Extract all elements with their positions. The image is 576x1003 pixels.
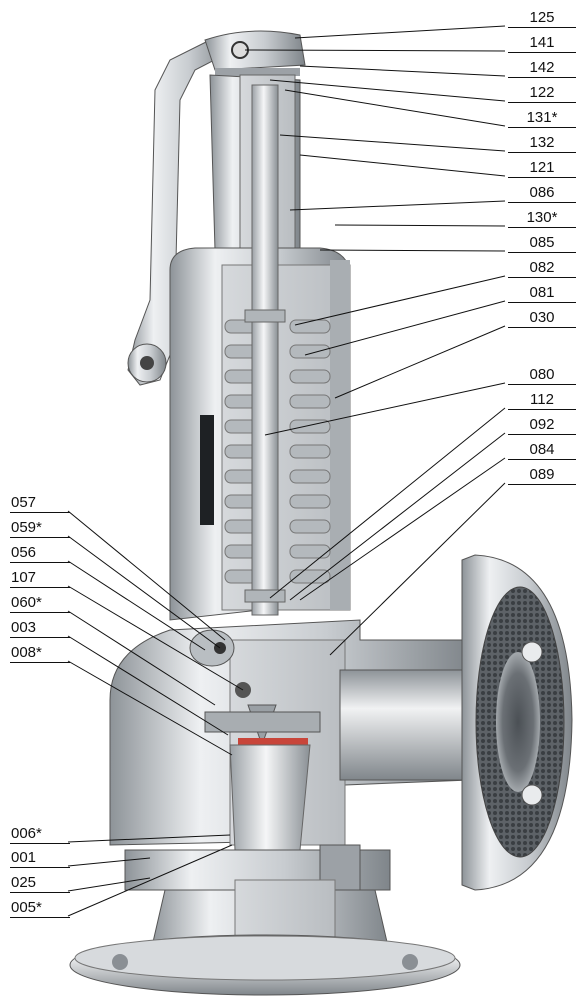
part-label-060: 060* [10, 595, 70, 613]
part-label-142: 142 [508, 60, 576, 78]
outlet-flange [461, 554, 573, 891]
part-label-008: 008* [10, 645, 70, 663]
part-label-025: 025 [10, 875, 70, 893]
part-label-086: 086 [508, 185, 576, 203]
part-label-112: 112 [508, 392, 576, 410]
part-label-125: 125 [508, 10, 576, 28]
part-label-001: 001 [10, 850, 70, 868]
part-label-084: 084 [508, 442, 576, 460]
lifting-lever [127, 39, 232, 386]
part-label-141: 141 [508, 35, 576, 53]
part-label-082: 082 [508, 260, 576, 278]
part-label-121: 121 [508, 160, 576, 178]
part-label-132: 132 [508, 135, 576, 153]
part-label-056: 056 [10, 545, 70, 563]
part-label-130: 130* [508, 210, 576, 228]
part-label-085: 085 [508, 235, 576, 253]
part-label-057: 057 [10, 495, 70, 513]
part-label-030: 030 [508, 310, 576, 328]
inlet-section [69, 844, 461, 996]
part-label-131: 131* [508, 110, 576, 128]
part-label-006: 006* [10, 826, 70, 844]
leader-lines [67, 25, 506, 917]
spindle [200, 84, 286, 616]
part-label-059: 059* [10, 520, 70, 538]
part-label-107: 107 [10, 570, 70, 588]
part-label-005: 005* [10, 900, 70, 918]
part-label-081: 081 [508, 285, 576, 303]
part-label-122: 122 [508, 85, 576, 103]
cap [204, 30, 306, 76]
part-label-003: 003 [10, 620, 70, 638]
part-label-089: 089 [508, 467, 576, 485]
part-label-080: 080 [508, 367, 576, 385]
part-label-092: 092 [508, 417, 576, 435]
disc-nozzle [204, 704, 321, 851]
